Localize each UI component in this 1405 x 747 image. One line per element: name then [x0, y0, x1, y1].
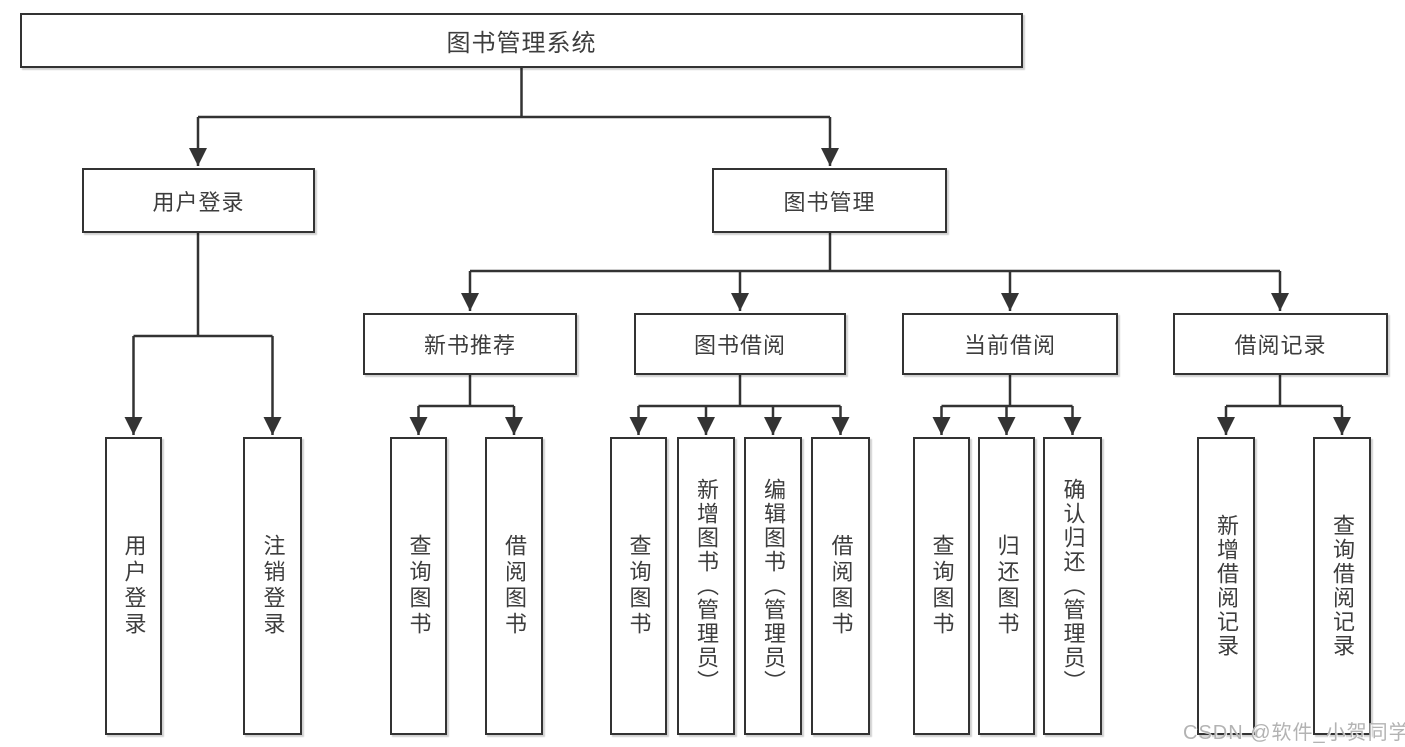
leaf-recommend-query-books-label: 查询图书: [406, 534, 432, 638]
node-book-management-label: 图书管理: [783, 189, 876, 215]
node-system-root-label: 图书管理系统: [446, 30, 597, 57]
leaf-user-login-label: 用户登录: [121, 534, 147, 638]
connector-login-to-leaves: [124, 233, 282, 435]
leaf-confirm-return-admin-label: 确认归还（管理员）: [1060, 478, 1086, 694]
node-current-borrow: 当前借阅: [902, 313, 1118, 375]
node-borrow-records-label: 借阅记录: [1234, 333, 1327, 358]
leaf-edit-book-admin-label: 编辑图书（管理员）: [761, 478, 786, 694]
node-current-borrow-label: 当前借阅: [963, 333, 1056, 358]
leaf-edit-book-admin: 编辑图书（管理员）: [744, 437, 802, 735]
leaf-logout-label: 注销登录: [260, 534, 286, 638]
leaf-confirm-return-admin: 确认归还（管理员）: [1043, 437, 1102, 735]
leaf-add-borrow-record-label: 新增借阅记录: [1214, 514, 1239, 658]
leaf-return-book: 归还图书: [978, 437, 1035, 735]
csdn-watermark: CSDN @软件_小贺同学: [1183, 722, 1405, 744]
leaf-borrow-query-books-label: 查询图书: [626, 534, 652, 638]
leaf-add-borrow-record: 新增借阅记录: [1197, 437, 1255, 735]
leaf-current-query-books-label: 查询图书: [929, 534, 955, 638]
leaf-query-borrow-record-label: 查询借阅记录: [1330, 514, 1355, 658]
leaf-add-book-admin-label: 新增图书（管理员）: [694, 478, 719, 694]
leaf-return-book-label: 归还图书: [994, 534, 1020, 638]
leaf-recommend-borrow-books-label: 借阅图书: [502, 534, 527, 638]
connector-manage-to-level3: [461, 233, 1289, 311]
node-book-borrow-label: 图书借阅: [693, 333, 786, 358]
leaf-logout: 注销登录: [243, 437, 302, 735]
node-system-root: 图书管理系统: [20, 13, 1023, 68]
leaf-recommend-borrow-books: 借阅图书: [485, 437, 543, 735]
node-book-management: 图书管理: [712, 168, 947, 233]
node-new-book-recommend-label: 新书推荐: [423, 333, 516, 358]
leaf-add-book-admin: 新增图书（管理员）: [677, 437, 735, 735]
node-user-login-label: 用户登录: [152, 189, 245, 215]
node-borrow-records: 借阅记录: [1173, 313, 1388, 375]
leaf-borrow-borrow-books: 借阅图书: [811, 437, 870, 735]
connector-records-to-leaves: [1217, 375, 1351, 435]
leaf-borrow-query-books: 查询图书: [610, 437, 667, 735]
leaf-query-borrow-record: 查询借阅记录: [1313, 437, 1371, 735]
node-book-borrow: 图书借阅: [634, 313, 846, 375]
connector-current-to-leaves: [932, 375, 1082, 435]
connector-root-to-level2: [189, 68, 839, 166]
leaf-borrow-borrow-books-label: 借阅图书: [828, 534, 854, 638]
node-user-login: 用户登录: [82, 168, 315, 233]
leaf-current-query-books: 查询图书: [913, 437, 970, 735]
node-new-book-recommend: 新书推荐: [363, 313, 577, 375]
connector-recommend-to-leaves: [409, 375, 523, 435]
leaf-recommend-query-books: 查询图书: [390, 437, 447, 735]
leaf-user-login: 用户登录: [105, 437, 162, 735]
connector-borrow-to-leaves: [629, 375, 850, 435]
